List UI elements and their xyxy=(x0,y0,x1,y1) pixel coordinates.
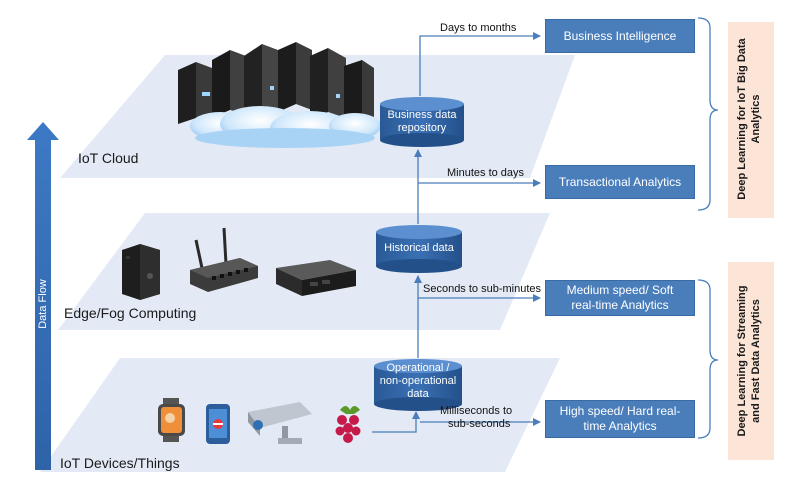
medium-speed-analytics-box: Medium speed/ Soft real-time Analytics xyxy=(545,280,695,316)
smartphone-icon xyxy=(206,404,230,444)
data-flow-label: Data Flow xyxy=(37,279,49,329)
business-data-label: Business data repository xyxy=(387,109,457,134)
mini-pc-icon xyxy=(122,244,160,300)
operational-data-cylinder xyxy=(374,359,462,411)
big-data-bracket xyxy=(697,17,719,211)
smartwatch-icon xyxy=(158,398,185,442)
timescale-minutes-to-days: Minutes to days xyxy=(447,167,525,179)
raspberry-pi-icon xyxy=(335,406,361,443)
router-icon xyxy=(190,227,258,292)
transactional-analytics-box: Transactional Analytics xyxy=(545,165,695,199)
high-speed-analytics-box: High speed/ Hard real- time Analytics xyxy=(545,400,695,438)
layer-label-cloud: IoT Cloud xyxy=(78,150,139,166)
security-camera-icon xyxy=(248,402,312,444)
streaming-panel-label: Deep Learning for Streaming and Fast Dat… xyxy=(736,285,762,437)
timescale-milliseconds: Milliseconds to sub-seconds xyxy=(440,405,513,430)
server-racks-icon xyxy=(178,42,374,126)
historical-data-cylinder xyxy=(376,225,462,273)
business-data-cylinder xyxy=(380,97,464,147)
layer-label-devices: IoT Devices/Things xyxy=(60,455,180,471)
connector-devices-to-operational xyxy=(372,411,420,433)
data-flow-arrow xyxy=(27,122,59,470)
operational-data-label: Operational / non-operational data xyxy=(379,362,457,400)
streaming-panel xyxy=(728,262,774,460)
layer-label-edge: Edge/Fog Computing xyxy=(64,305,197,321)
business-intelligence-box: Business Intelligence xyxy=(545,19,695,53)
big-data-panel-label: Deep Learning for IoT Big Data Analytics xyxy=(736,38,762,200)
timescale-days-to-months: Days to months xyxy=(440,22,517,34)
cloud-icon xyxy=(190,106,381,148)
connector-business-to-bi xyxy=(419,32,541,96)
historical-data-label: Historical data xyxy=(384,242,454,254)
timescale-seconds-to-sub-minutes: Seconds to sub-minutes xyxy=(423,283,542,295)
edge-gateway-icon xyxy=(276,260,356,296)
big-data-panel xyxy=(728,22,774,218)
streaming-bracket xyxy=(697,279,719,439)
